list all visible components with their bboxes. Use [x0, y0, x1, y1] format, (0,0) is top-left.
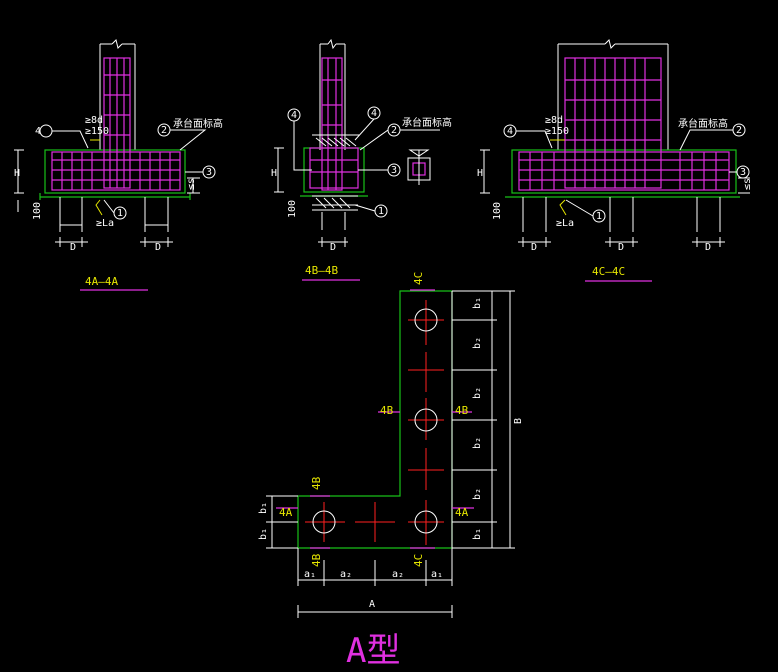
- pile-d-3: D: [705, 242, 711, 253]
- dim-right-5: b₂: [472, 488, 483, 500]
- callout-2: 2: [161, 125, 167, 136]
- dim-overall-a: A: [369, 599, 375, 610]
- height-label: H: [271, 168, 277, 179]
- section-4b: 4 4 2 3 1 承台面标高 H 100 D 4B—4B: [271, 38, 452, 281]
- section-title-4c: 4C—4C: [592, 265, 625, 278]
- callout-3: 3: [740, 167, 746, 178]
- section-title-4a: 4A—4A: [85, 275, 118, 288]
- mark-4b-right: 4B: [455, 404, 469, 417]
- dim-right-4: b₂: [472, 437, 483, 449]
- cover-label: 100: [32, 202, 43, 220]
- cover-label: 100: [287, 200, 298, 218]
- dim-bottom-3: a₂: [392, 569, 404, 580]
- height-label: H: [14, 168, 20, 179]
- type-title: A型: [346, 631, 400, 671]
- mark-4c-top: 4C: [412, 272, 425, 285]
- note-spacing: ≥150: [545, 126, 569, 137]
- callout-4-left: 4: [291, 110, 297, 121]
- pile-d-1: D: [531, 242, 537, 253]
- section-4c: 4 2 3 1 ≥8d ≥150 承台面标高 H 100 ≥La D D D ≤…: [477, 39, 753, 282]
- section-title-4b: 4B—4B: [305, 264, 338, 277]
- pile-d-2: D: [618, 242, 624, 253]
- callout-3: 3: [206, 167, 212, 178]
- anchor-label: ≥La: [556, 218, 574, 229]
- plan-view: 4A 4A 4B 4B 4B 4B 4C 4C b₁ b₂ b₂ b₂ b₂ b…: [258, 272, 524, 618]
- pile-d-left: D: [70, 242, 76, 253]
- mark-4b-left: 4B: [380, 404, 394, 417]
- callout-2: 2: [736, 125, 742, 136]
- callout-1: 1: [117, 208, 123, 219]
- mark-4b-top: 4B: [310, 476, 323, 490]
- dim-right-2: b₂: [472, 337, 483, 349]
- mark-4a-right: 4A: [455, 506, 469, 519]
- spacing-s-label: ≤s: [186, 178, 197, 190]
- dim-left-2: b₁: [258, 528, 269, 540]
- dim-right-3: b₂: [472, 387, 483, 399]
- dim-right-1: b₁: [472, 297, 483, 309]
- dim-bottom-1: a₁: [304, 569, 316, 580]
- mark-4a-left: 4A: [279, 506, 293, 519]
- anchor-label: ≥La: [96, 218, 114, 229]
- callout-4: 4: [507, 126, 513, 137]
- callout-4: 4: [35, 126, 41, 137]
- top-elevation-label: 承台面标高: [678, 117, 728, 130]
- callout-1: 1: [378, 206, 384, 217]
- callout-3: 3: [391, 165, 397, 176]
- mark-4b-bottom: 4B: [310, 553, 323, 567]
- note-8d: ≥8d: [545, 115, 563, 126]
- note-8d: ≥8d: [85, 115, 103, 126]
- callout-4-right: 4: [371, 108, 377, 119]
- height-label: H: [477, 168, 483, 179]
- spacing-s-label: ≤s: [742, 178, 753, 190]
- dim-bottom-2: a₂: [340, 569, 352, 580]
- section-4a: 4 2 3 1 ≥8d ≥150 承台面标高 H 100 ≥La D D ≤s …: [14, 39, 223, 291]
- dim-left-1: b₁: [258, 502, 269, 514]
- mark-4c-bottom: 4C: [412, 554, 425, 567]
- callout-1: 1: [596, 211, 602, 222]
- callout-2: 2: [391, 125, 397, 136]
- dim-bottom-4: a₁: [431, 569, 443, 580]
- top-elevation-label: 承台面标高: [402, 116, 452, 129]
- top-elevation-label: 承台面标高: [173, 117, 223, 130]
- cover-label: 100: [492, 202, 503, 220]
- pile-d-right: D: [155, 242, 161, 253]
- pile-d: D: [330, 242, 336, 253]
- dim-right-6: b₁: [472, 528, 483, 540]
- dim-overall-b: B: [513, 418, 524, 424]
- note-spacing: ≥150: [85, 126, 109, 137]
